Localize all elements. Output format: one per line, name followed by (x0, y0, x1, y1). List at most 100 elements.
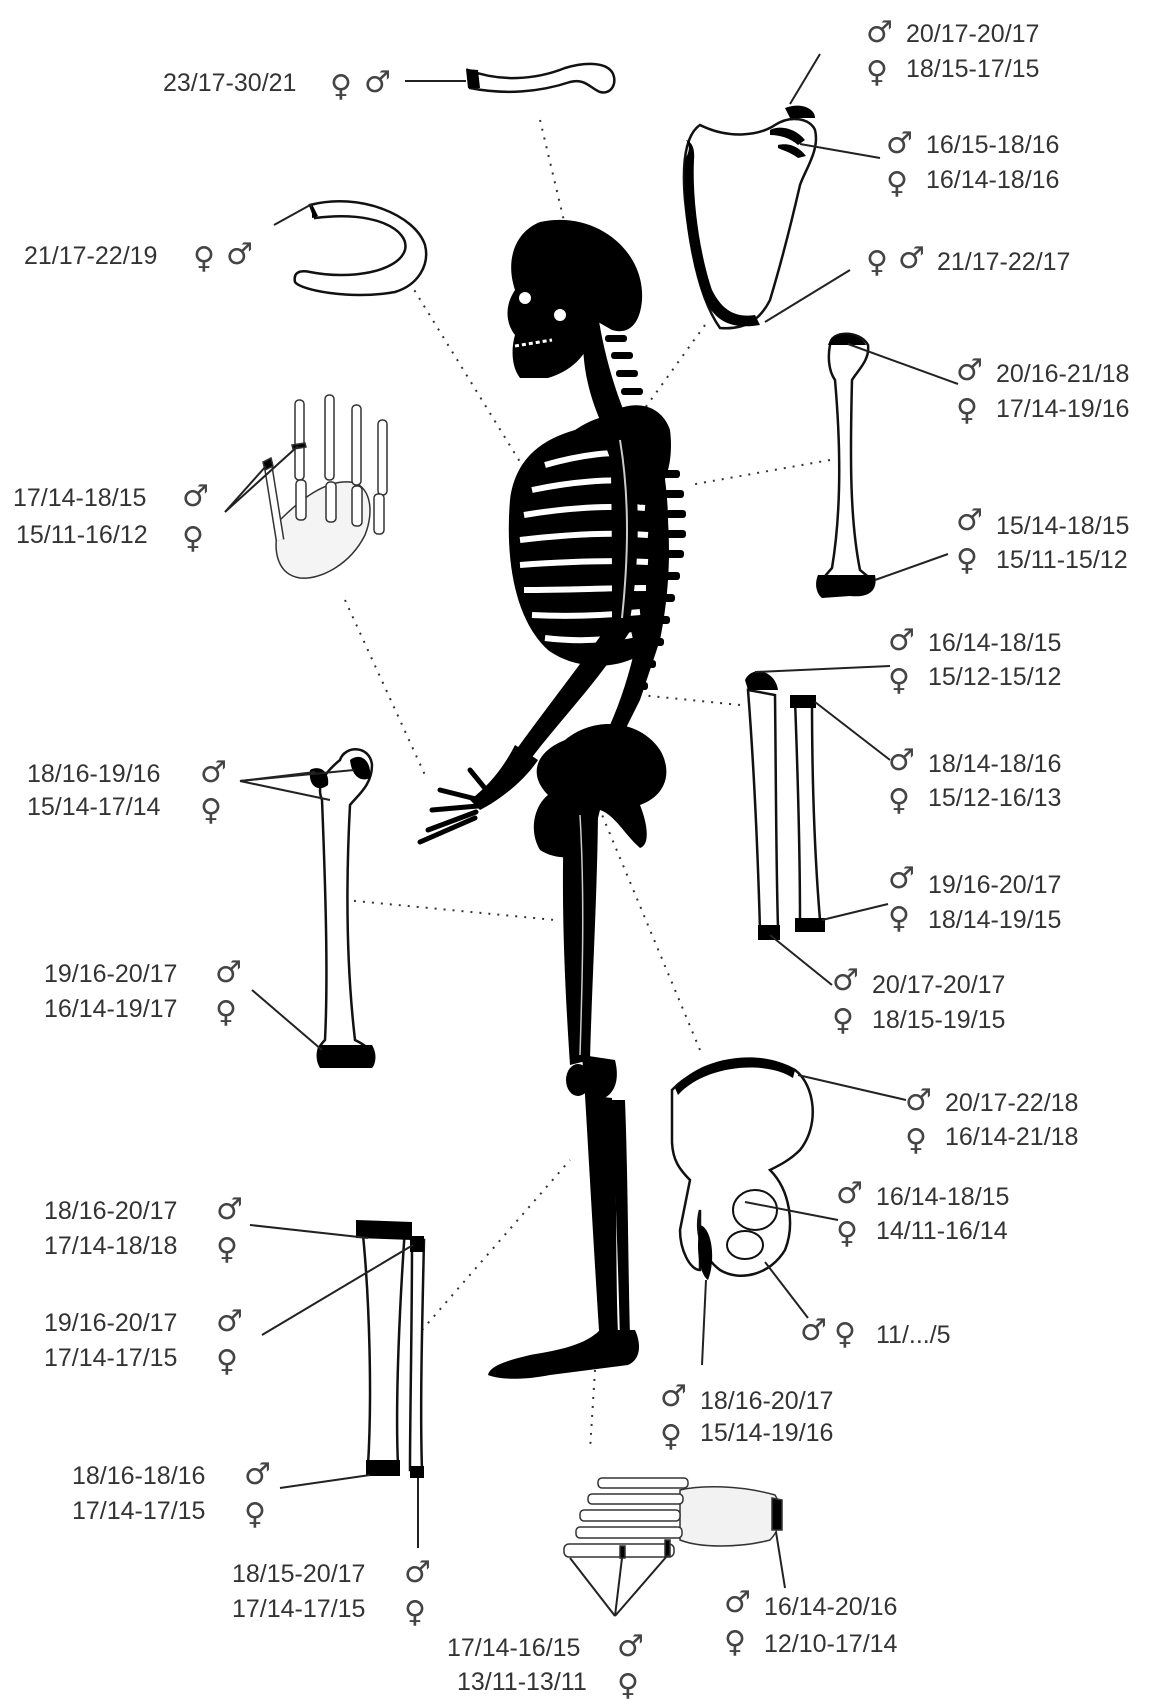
label-fibula-proximal-male: 19/16-20/17 (44, 1309, 177, 1337)
female-symbol-icon: ♀ (905, 1123, 927, 1158)
label-calcaneus-male: 16/14-20/16 (764, 1593, 897, 1621)
male-symbol-icon: ♂ (888, 623, 915, 658)
label-ischium-female: 15/14-19/16 (700, 1419, 833, 1447)
label-acetabulum-center: 11/.../5 (876, 1321, 951, 1349)
female-symbol-icon: ♀ (724, 1625, 746, 1660)
female-symbol-icon: ♀ (617, 1668, 639, 1703)
label-radius-distal-male: 20/17-20/17 (872, 971, 1005, 999)
label-foot-phalanges-male: 17/14-16/15 (447, 1634, 580, 1662)
label-femur-proximal-female: 15/14-17/14 (27, 793, 161, 821)
label-rib: 21/17-22/19 (24, 242, 157, 270)
female-symbol-icon: ♀ (888, 901, 910, 936)
scapula-bone (684, 54, 880, 328)
label-femur-proximal-male: 18/16-19/16 (27, 760, 160, 788)
female-symbol-icon: ♀ (866, 55, 888, 90)
male-symbol-icon: ♂ (836, 1176, 863, 1211)
male-symbol-icon: ♂ (898, 241, 925, 276)
radius-ulna-bones (745, 666, 890, 985)
female-symbol-icon: ♀ (888, 783, 910, 818)
foot-bones (564, 1478, 785, 1616)
label-scapula-coracoid-female: 16/14-18/16 (926, 166, 1059, 194)
male-symbol-icon: ♂ (215, 955, 242, 990)
female-symbol-icon: ♀ (404, 1595, 426, 1630)
femur-bone (240, 749, 375, 1068)
label-acetabulum-female: 14/11-16/14 (876, 1217, 1008, 1245)
label-scapula-acromion-male: 20/17-20/17 (906, 20, 1039, 48)
male-symbol-icon: ♂ (617, 1629, 644, 1664)
label-radius-distal-female: 18/15-19/15 (872, 1006, 1005, 1034)
label-ulna-proximal-female: 15/12-16/13 (928, 784, 1061, 812)
male-symbol-icon: ♂ (905, 1083, 932, 1118)
male-symbol-icon: ♂ (182, 479, 209, 514)
label-humerus-proximal-female: 17/14-19/16 (996, 395, 1129, 423)
hand-bones (225, 395, 387, 578)
female-symbol-icon: ♀ (216, 1232, 238, 1267)
label-radius-proximal-female: 15/12-15/12 (928, 663, 1061, 691)
male-symbol-icon: ♂ (956, 503, 983, 538)
label-iliac-crest-male: 20/17-22/18 (945, 1089, 1078, 1117)
label-fibula-proximal-female: 17/14-17/15 (44, 1344, 177, 1372)
label-tibia-proximal-male: 18/16-20/17 (44, 1197, 177, 1225)
male-symbol-icon: ♂ (956, 353, 983, 388)
male-symbol-icon: ♂ (200, 755, 227, 790)
male-symbol-icon: ♂ (244, 1457, 271, 1492)
label-humerus-distal-male: 15/14-18/15 (996, 512, 1129, 540)
label-clavicle: 23/17-30/21 (163, 69, 296, 97)
label-fibula-distal-female: 17/14-17/15 (232, 1595, 365, 1623)
female-symbol-icon: ♀ (866, 245, 888, 280)
label-tibia-distal-male: 18/16-18/16 (72, 1462, 205, 1490)
male-symbol-icon: ♂ (800, 1313, 827, 1348)
label-tibia-proximal-female: 17/14-18/18 (44, 1232, 177, 1260)
label-radius-proximal-male: 16/14-18/15 (928, 629, 1061, 657)
male-symbol-icon: ♂ (888, 861, 915, 896)
label-fibula-distal-male: 18/15-20/17 (232, 1560, 365, 1588)
label-foot-phalanges-female: 13/11-13/11 (457, 1668, 587, 1696)
label-femur-distal-male: 19/16-20/17 (44, 960, 177, 988)
female-symbol-icon: ♀ (330, 69, 352, 104)
female-symbol-icon: ♀ (200, 793, 222, 828)
female-symbol-icon: ♀ (182, 521, 204, 556)
female-symbol-icon: ♀ (836, 1216, 858, 1251)
label-humerus-distal-female: 15/11-15/12 (996, 546, 1128, 574)
label-iliac-crest-female: 16/14-21/18 (945, 1123, 1078, 1151)
label-ulna-distal-male: 19/16-20/17 (928, 871, 1061, 899)
male-symbol-icon: ♂ (216, 1192, 243, 1227)
tibia-fibula-bones (250, 1220, 424, 1548)
female-symbol-icon: ♀ (216, 1344, 238, 1379)
female-symbol-icon: ♀ (834, 1317, 856, 1352)
label-scapula-coracoid-male: 16/15-18/16 (926, 131, 1059, 159)
female-symbol-icon: ♀ (886, 166, 908, 201)
female-symbol-icon: ♀ (660, 1419, 682, 1454)
clavicle-bone (405, 64, 614, 93)
male-symbol-icon: ♂ (404, 1555, 431, 1590)
male-symbol-icon: ♂ (832, 963, 859, 998)
male-symbol-icon: ♂ (364, 65, 391, 100)
female-symbol-icon: ♀ (888, 663, 910, 698)
skeleton-silhouette (420, 220, 686, 1379)
female-symbol-icon: ♀ (832, 1003, 854, 1038)
label-hand-female: 15/11-16/12 (16, 521, 148, 549)
male-symbol-icon: ♂ (886, 126, 913, 161)
label-acetabulum-male: 16/14-18/15 (876, 1183, 1009, 1211)
label-hand-male: 17/14-18/15 (13, 484, 146, 512)
male-symbol-icon: ♂ (888, 743, 915, 778)
label-humerus-proximal-male: 20/16-21/18 (996, 360, 1129, 388)
label-scapula-border: 21/17-22/17 (937, 248, 1070, 276)
female-symbol-icon: ♀ (215, 995, 237, 1030)
label-tibia-distal-female: 17/14-17/15 (72, 1497, 205, 1525)
female-symbol-icon: ♀ (956, 393, 978, 428)
male-symbol-icon: ♂ (226, 237, 253, 272)
hip-bone (672, 1057, 906, 1365)
label-scapula-acromion-female: 18/15-17/15 (906, 55, 1039, 83)
female-symbol-icon: ♀ (956, 543, 978, 578)
label-femur-distal-female: 16/14-19/17 (44, 995, 177, 1023)
male-symbol-icon: ♂ (724, 1585, 751, 1620)
male-symbol-icon: ♂ (660, 1379, 687, 1414)
label-ulna-proximal-male: 18/14-18/16 (928, 750, 1061, 778)
label-ischium-male: 18/16-20/17 (700, 1387, 833, 1415)
female-symbol-icon: ♀ (193, 241, 215, 276)
label-ulna-distal-female: 18/14-19/15 (928, 906, 1061, 934)
male-symbol-icon: ♂ (866, 15, 893, 50)
rib-bone (274, 201, 426, 295)
